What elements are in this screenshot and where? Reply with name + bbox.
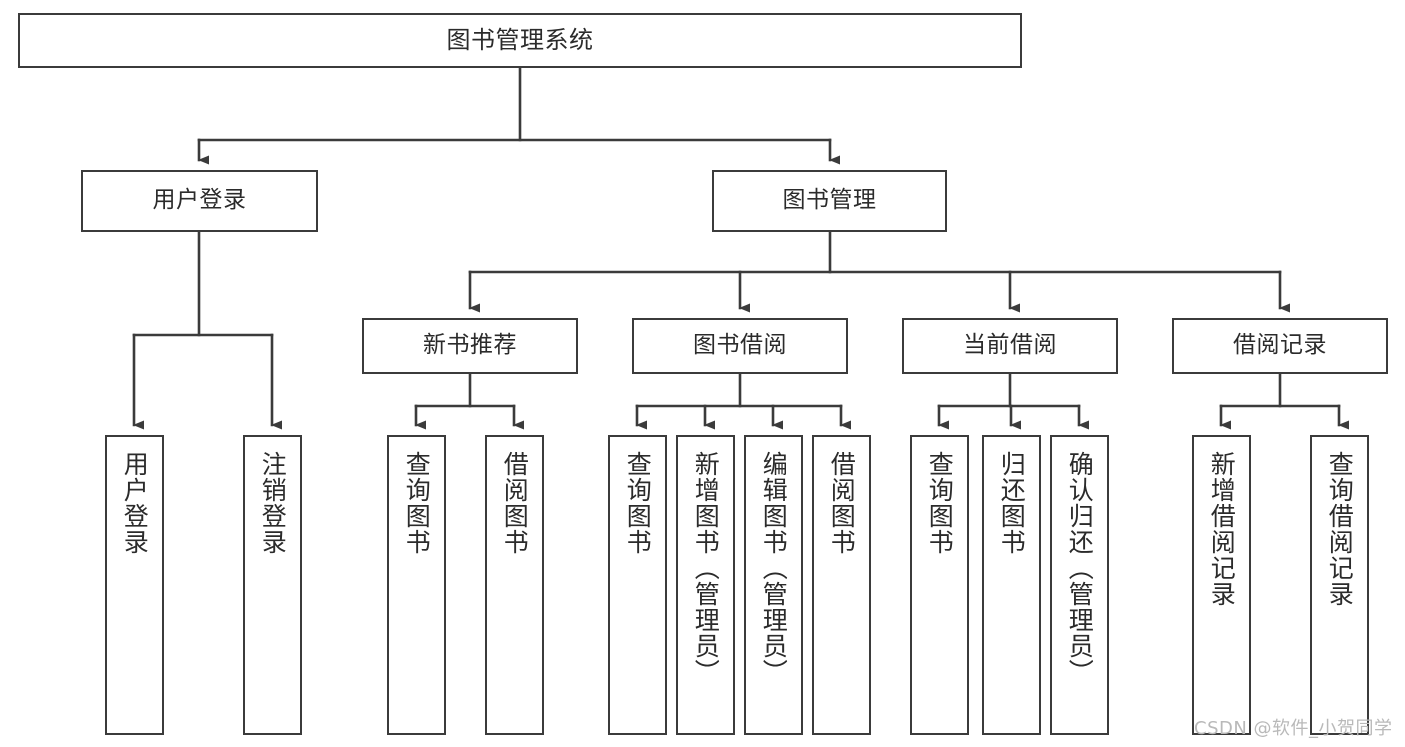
node-borrow-record[interactable]: 借阅记录 [1172,318,1388,374]
watermark: CSDN @软件_小贺同学 [1194,718,1393,739]
node-leaf-query-book-bor-label: 查询图书 [623,451,653,555]
node-leaf-edit-book-label: 编辑图书（管理员） [759,451,789,685]
node-user-login-label: 用户登录 [152,187,247,214]
node-root[interactable]: 图书管理系统 [18,13,1022,68]
node-leaf-confirm-return-label: 确认归还（管理员） [1065,451,1095,685]
node-new-book-recommend-label: 新书推荐 [423,332,517,359]
node-current-borrow[interactable]: 当前借阅 [902,318,1118,374]
node-current-borrow-label: 当前借阅 [963,332,1057,359]
node-leaf-add-record[interactable]: 新增借阅记录 [1192,435,1251,735]
node-book-manage[interactable]: 图书管理 [712,170,947,232]
node-leaf-query-record[interactable]: 查询借阅记录 [1310,435,1369,735]
node-leaf-query-record-label: 查询借阅记录 [1325,451,1355,607]
node-leaf-query-book-rec-label: 查询图书 [402,451,432,555]
node-leaf-borrow-book-bor-label: 借阅图书 [827,451,857,555]
node-leaf-return-book-label: 归还图书 [997,451,1027,555]
node-leaf-query-book-bor[interactable]: 查询图书 [608,435,667,735]
node-leaf-add-book[interactable]: 新增图书（管理员） [676,435,735,735]
node-leaf-edit-book[interactable]: 编辑图书（管理员） [744,435,803,735]
node-leaf-user-logout[interactable]: 注销登录 [243,435,302,735]
node-leaf-add-book-label: 新增图书（管理员） [691,451,721,685]
node-new-book-recommend[interactable]: 新书推荐 [362,318,578,374]
node-leaf-borrow-book-rec-label: 借阅图书 [500,451,530,555]
node-book-manage-label: 图书管理 [782,187,877,214]
node-leaf-borrow-book-bor[interactable]: 借阅图书 [812,435,871,735]
node-leaf-user-logout-label: 注销登录 [258,451,288,555]
node-borrow-record-label: 借阅记录 [1233,332,1327,359]
node-leaf-user-login[interactable]: 用户登录 [105,435,164,735]
node-leaf-query-book-cur-label: 查询图书 [925,451,955,555]
node-leaf-user-login-label: 用户登录 [120,451,150,555]
node-leaf-borrow-book-rec[interactable]: 借阅图书 [485,435,544,735]
node-leaf-add-record-label: 新增借阅记录 [1207,451,1237,607]
node-user-login[interactable]: 用户登录 [81,170,318,232]
node-book-borrow[interactable]: 图书借阅 [632,318,848,374]
node-book-borrow-label: 图书借阅 [693,332,787,359]
node-leaf-return-book[interactable]: 归还图书 [982,435,1041,735]
node-leaf-confirm-return[interactable]: 确认归还（管理员） [1050,435,1109,735]
node-root-label: 图书管理系统 [446,26,594,55]
node-leaf-query-book-cur[interactable]: 查询图书 [910,435,969,735]
node-leaf-query-book-rec[interactable]: 查询图书 [387,435,446,735]
